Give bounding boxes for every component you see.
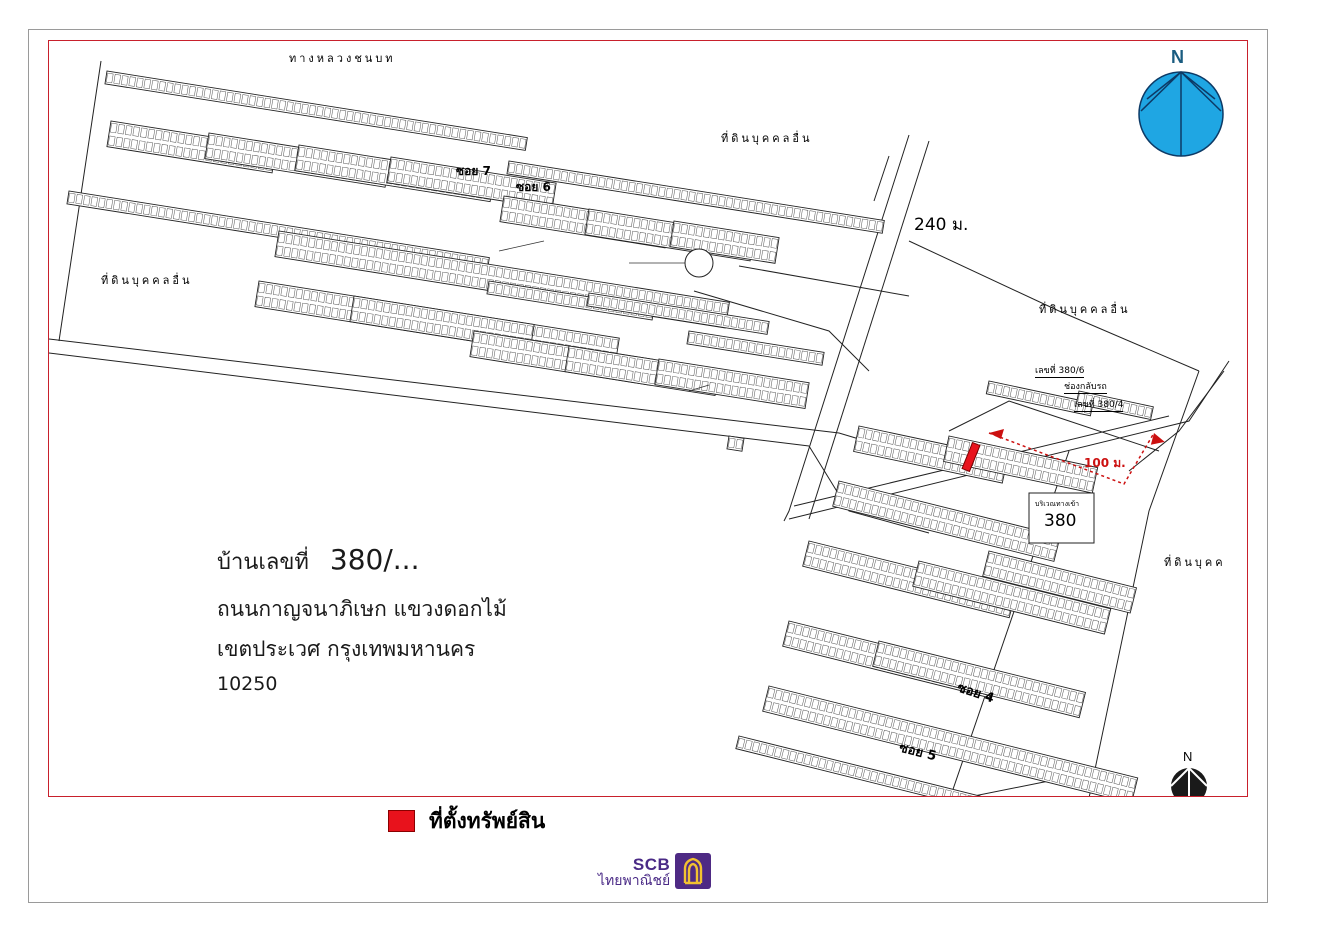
u-turn-gap-label: ช่องกลับรถ (1064, 379, 1107, 394)
document-sheet (28, 29, 1268, 903)
legend-label: ที่ตั้งทรัพย์สิน (429, 808, 546, 833)
address-line-1: บ้านเลขที่ 380/... (217, 543, 419, 579)
address-line-4: 10250 (217, 673, 278, 695)
house-380-6-label: เลขที่ 380/6 (1035, 363, 1085, 378)
plot-380-caption: บริเวณทางเข้า (1035, 500, 1080, 508)
housing-block (912, 560, 1112, 635)
house-380-4-label: เลขที่ 380/4 (1074, 397, 1124, 412)
scb-mark-icon (675, 853, 712, 889)
address-number: 380/... (329, 543, 420, 576)
housing-block (686, 330, 825, 366)
road-outlines (49, 60, 1230, 796)
roundabout (684, 248, 714, 278)
distance-240-label: 240 ม. (914, 215, 969, 235)
housing-blocks (66, 70, 1154, 796)
property-location-marker (961, 441, 981, 473)
address-line-3: เขตประเวศ กรุงเทพมหานคร (217, 637, 476, 661)
housing-block (872, 640, 1087, 719)
address-prefix: บ้านเลขที่ (217, 550, 309, 575)
legend-swatch (388, 810, 415, 832)
site-map: ทางหลวงชนบท ที่ดินบุคคลอื่น ที่ดินบุคคลอ… (48, 40, 1248, 797)
plot-380-label: 380 (1044, 511, 1077, 531)
scb-logo: SCB ไทยพาณิชย์ (598, 853, 712, 889)
housing-block (586, 292, 770, 335)
address-line-2: ถนนกาญจนาภิเษก แขวงดอกไม้ (217, 597, 507, 621)
legend: ที่ตั้งทรัพย์สิน (388, 808, 545, 834)
neighbor-w-label: ที่ดินบุคคลอื่น (101, 274, 193, 287)
compass-small-label: N (1183, 749, 1193, 764)
housing-block (762, 685, 1139, 796)
logo-line-2: ไทยพาณิชย์ (598, 871, 671, 888)
housing-block (726, 435, 745, 452)
soi-7-label: ซอย 7 (456, 164, 491, 178)
site-plan-drawing (49, 60, 1230, 796)
compass-small (1170, 766, 1208, 796)
neighbor-e-label: ที่ดินบุคคลอื่น (1039, 303, 1131, 316)
housing-block (386, 156, 557, 210)
route-arrow-100m (988, 429, 1165, 485)
top-neighbor-label: ทางหลวงชนบท (289, 52, 396, 65)
housing-block (506, 160, 885, 234)
housing-block (832, 480, 1061, 562)
distance-100-label: 100 ม. (1084, 456, 1126, 470)
housing-block (654, 358, 810, 409)
plot-380-box (1028, 492, 1095, 544)
soi-6-label: ซอย 6 (516, 180, 551, 194)
housing-block (1075, 390, 1154, 421)
housing-block (104, 70, 528, 151)
compass-large (1138, 70, 1224, 157)
compass-large-label: N (1171, 47, 1184, 67)
housing-block (982, 550, 1138, 614)
housing-block (735, 735, 1153, 796)
neighbor-se-label: ที่ดินบุคค (1164, 556, 1226, 569)
neighbor-ne-label: ที่ดินบุคคลอื่น (721, 132, 813, 145)
logo-line-1: SCB (632, 854, 671, 874)
